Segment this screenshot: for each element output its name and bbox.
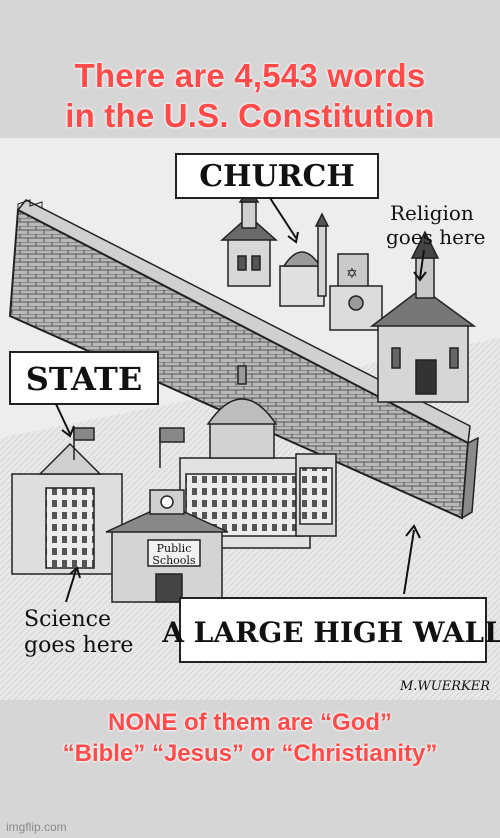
religion-note: Religion goes here [386, 201, 485, 282]
artist-signature: M.WUERKER [399, 679, 490, 694]
top-caption-line-2: in the U.S. Constitution [65, 97, 435, 134]
state-sign: STATE [9, 351, 159, 438]
wall-label: A LARGE HIGH WALL [161, 616, 500, 649]
church-buildings: ✡ [220, 176, 477, 403]
state-label: STATE [26, 360, 142, 398]
science-line-1: Science [24, 607, 111, 632]
school-sign: Public Schools [152, 542, 196, 567]
cartoon-illustration: ✡ [0, 138, 500, 700]
state-buildings [11, 365, 337, 603]
church-sign: CHURCH [175, 153, 379, 244]
science-line-2: goes here [24, 633, 133, 658]
religion-line-2: goes here [386, 225, 485, 249]
top-caption: There are 4,543 words in the U.S. Consti… [0, 56, 500, 136]
bottom-caption: NONE of them are “God” “Bible” “Jesus” o… [0, 707, 500, 769]
religion-line-1: Religion [390, 201, 474, 225]
svg-text:✡: ✡ [346, 266, 358, 282]
school-line-2: Schools [152, 554, 196, 567]
science-note: Science goes here [24, 566, 133, 658]
wall [8, 199, 479, 520]
bottom-caption-line-1: NONE of them are “God” [107, 709, 393, 736]
wall-sign: A LARGE HIGH WALL [161, 524, 500, 663]
church-label: CHURCH [199, 159, 355, 194]
bottom-caption-line-2: “Bible” “Jesus” or “Christianity” [62, 740, 438, 767]
top-caption-line-1: There are 4,543 words [74, 57, 426, 94]
school-line-1: Public [157, 542, 192, 555]
imgflip-watermark: imgflip.com [6, 820, 67, 834]
